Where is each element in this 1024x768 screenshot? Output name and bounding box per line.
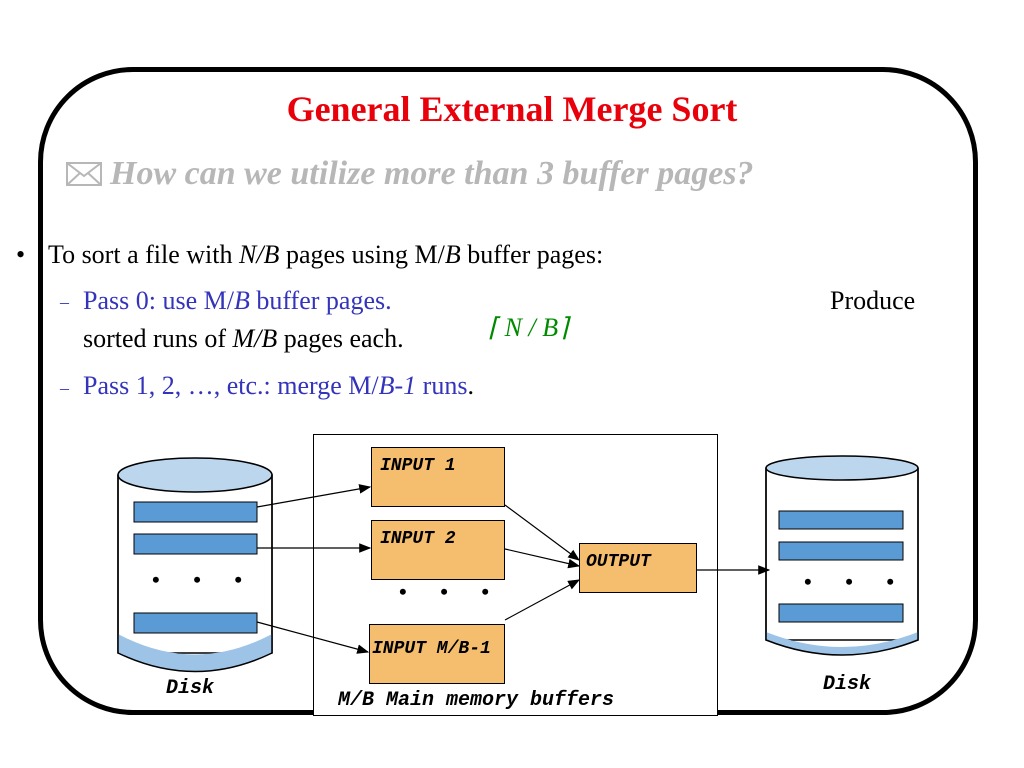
input-buffer-2: INPUT 2 bbox=[371, 520, 505, 580]
subtitle-text: How can we utilize more than 3 buffer pa… bbox=[110, 155, 754, 192]
run-bar bbox=[778, 603, 904, 623]
disk-left-label: Disk bbox=[166, 677, 215, 700]
disk-right-ellipsis: • • • bbox=[804, 569, 909, 594]
input-buffer-1: INPUT 1 bbox=[371, 447, 505, 507]
arrow bbox=[256, 484, 372, 508]
pass0-line2: sorted runs of M/B pages each. bbox=[83, 324, 404, 353]
disk-left-icon bbox=[117, 457, 273, 673]
slide-title: General External Merge Sort bbox=[286, 89, 738, 129]
pass1-line: Pass 1, 2, …, etc.: merge M/B-1 runs. bbox=[83, 371, 474, 400]
sub-bullet-dash: – bbox=[60, 378, 69, 398]
run-bar bbox=[133, 612, 258, 634]
arrow bbox=[504, 548, 581, 569]
run-bar bbox=[778, 510, 904, 530]
arrow bbox=[504, 579, 581, 621]
run-bar bbox=[133, 501, 258, 523]
buffer-ellipsis: • • • bbox=[399, 579, 504, 604]
run-bar bbox=[778, 541, 904, 561]
run-bar bbox=[133, 533, 258, 555]
pass0-formula: ⌈ N / B⌉ bbox=[488, 313, 569, 342]
pass0-line1: Pass 0: use M/B buffer pages. bbox=[83, 286, 392, 315]
sub-bullet-dash: – bbox=[60, 292, 69, 312]
bullet-dot: • bbox=[16, 240, 26, 269]
mail-icon bbox=[66, 162, 102, 186]
output-buffer: OUTPUT bbox=[579, 543, 697, 593]
bullet-main: To sort a file with N/B pages using M/B … bbox=[48, 240, 604, 269]
disk-right-label: Disk bbox=[823, 673, 872, 696]
arrow bbox=[504, 504, 580, 561]
input-buffer-n: INPUT M/B-1 bbox=[369, 624, 505, 684]
arrow bbox=[256, 621, 370, 654]
slide-subtitle: How can we utilize more than 3 buffer pa… bbox=[66, 155, 754, 193]
memory-label: M/B Main memory buffers bbox=[338, 689, 615, 712]
disk-left-ellipsis: • • • bbox=[152, 567, 257, 592]
pass0-produce: Produce bbox=[830, 286, 916, 315]
